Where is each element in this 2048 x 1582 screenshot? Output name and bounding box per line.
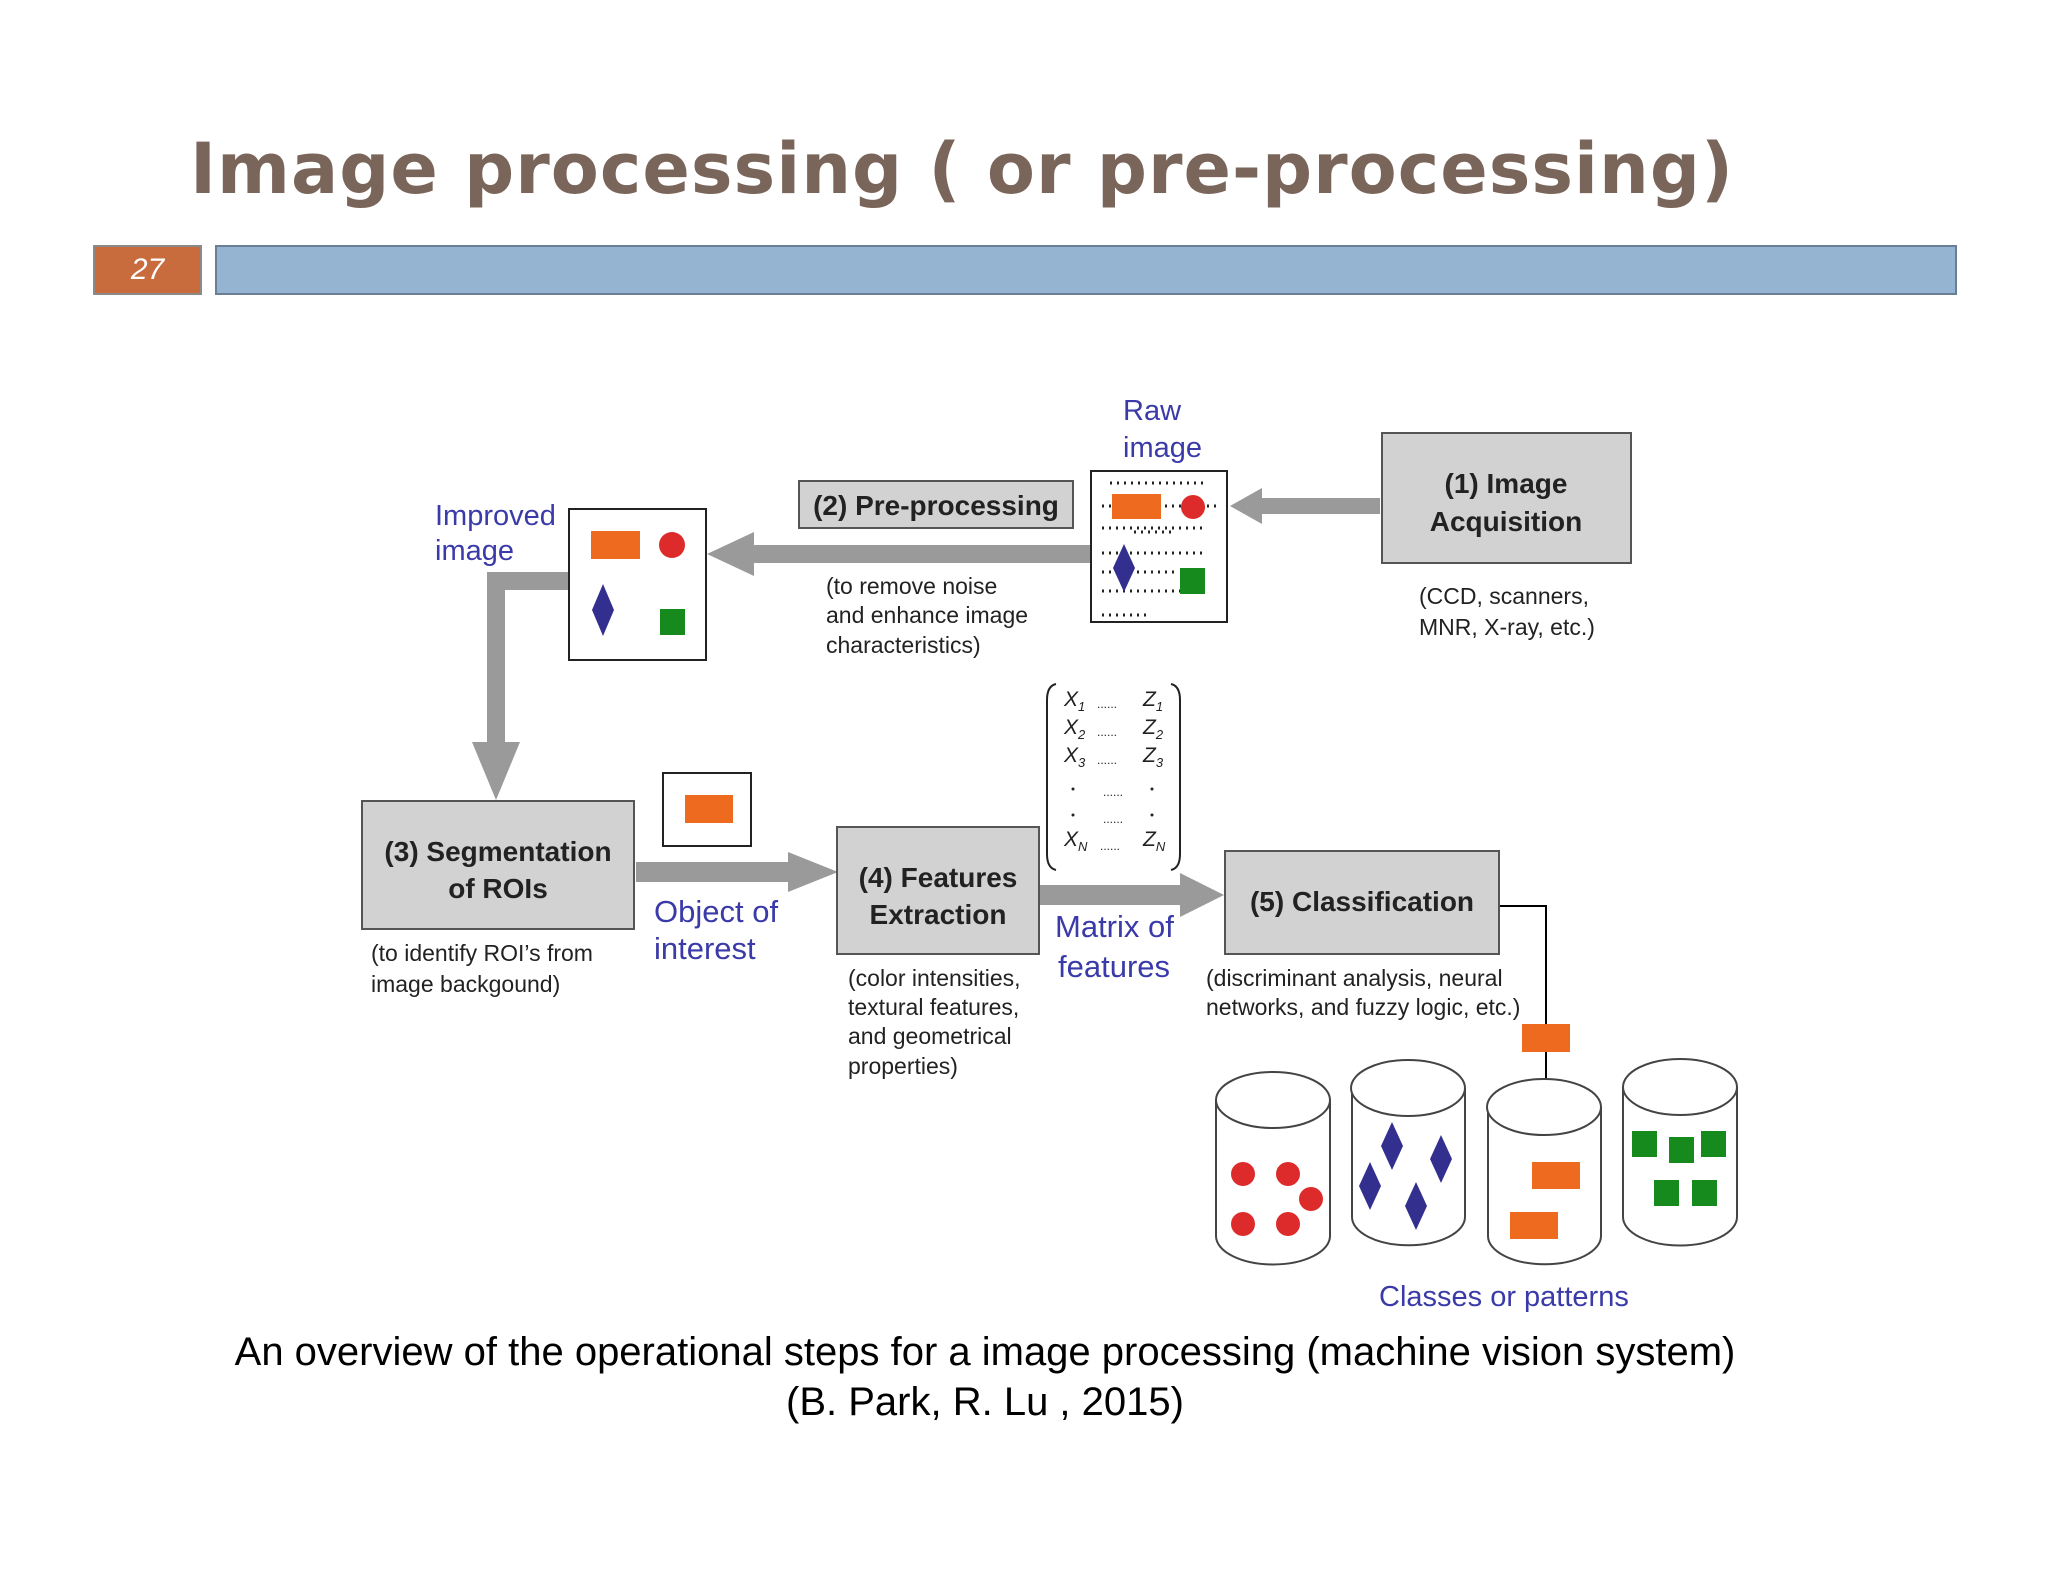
raw-image-thumbnail	[1090, 470, 1228, 623]
note-segmentation-line: image backgound)	[371, 971, 560, 997]
step-5-label: (5) Classification	[1250, 886, 1474, 917]
feature-matrix: X1 ...... Z1 X2 ...... Z2 X3 ...... Z3 .…	[1046, 683, 1181, 871]
arrows	[472, 488, 1553, 1112]
svg-text:X2: X2	[1063, 716, 1086, 742]
label-matrix-of-features: Matrix of features	[1055, 909, 1174, 984]
step-2-label: (2) Pre-processing	[813, 490, 1059, 521]
arrow-acquisition-to-raw	[1230, 488, 1380, 524]
slide-title: Image processing ( or pre-processing)	[190, 128, 1734, 210]
note-classification-line: (discriminant analysis, neural	[1206, 965, 1503, 991]
orange-rectangle	[1112, 494, 1161, 519]
label-object-line: Object of	[654, 894, 778, 929]
orange-rectangle	[685, 795, 733, 823]
label-raw-image-line: image	[1123, 432, 1202, 464]
note-acquisition: (CCD, scanners, MNR, X-ray, etc.)	[1419, 583, 1595, 640]
red-circle	[659, 532, 685, 558]
note-features-line: (color intensities,	[848, 965, 1021, 991]
label-raw-image: Raw image	[1123, 395, 1202, 464]
arrow-segmentation-to-features	[636, 852, 838, 892]
classified-object	[1522, 1024, 1570, 1052]
navy-diamond	[592, 584, 614, 636]
class-container-diamonds	[1350, 1059, 1466, 1247]
svg-text:X3: X3	[1063, 744, 1086, 770]
label-matrix-line: features	[1058, 949, 1170, 984]
title-bar	[215, 245, 1957, 295]
note-classification-line: networks, and fuzzy logic, etc.)	[1206, 994, 1520, 1020]
note-preprocessing-line: (to remove noise	[826, 573, 997, 599]
svg-text:Z2: Z2	[1142, 716, 1164, 742]
orange-rectangle	[591, 531, 640, 559]
class-container-circles	[1215, 1071, 1331, 1266]
slide-number: 27	[93, 245, 202, 295]
svg-text:......: ......	[1103, 812, 1123, 826]
label-improved-image: Improved image	[435, 500, 556, 567]
red-circle	[1181, 495, 1205, 519]
matrix-row: X1 ...... Z1	[1063, 688, 1163, 714]
navy-diamond	[1113, 544, 1135, 592]
matrix-row: XN ...... ZN	[1063, 828, 1166, 854]
caption-line-2: (B. Park, R. Lu , 2015)	[786, 1380, 1184, 1424]
label-improved-image-line: image	[435, 535, 514, 567]
matrix-ellipsis: ...... ......	[1071, 785, 1154, 826]
green-square	[1180, 568, 1205, 594]
svg-text:Z3: Z3	[1142, 744, 1164, 770]
note-classification: (discriminant analysis, neural networks,…	[1206, 965, 1520, 1020]
svg-text:......: ......	[1097, 725, 1117, 739]
matrix-right-bracket	[1170, 683, 1181, 871]
note-preprocessing: (to remove noise and enhance image chara…	[826, 573, 1028, 658]
step-segmentation: (3) Segmentation of ROIs	[361, 800, 635, 930]
svg-text:XN: XN	[1063, 828, 1088, 854]
step-features-extraction: (4) Features Extraction	[836, 826, 1040, 955]
step-1-line2: Acquisition	[1430, 506, 1582, 537]
label-raw-image-line: Raw	[1123, 395, 1182, 427]
note-features-line: textural features,	[848, 994, 1019, 1020]
step-3-line1: (3) Segmentation	[384, 836, 611, 867]
step-1-line1: (1) Image	[1445, 468, 1568, 499]
matrix-row: X2 ...... Z2	[1063, 716, 1164, 742]
svg-text:......: ......	[1097, 697, 1117, 711]
green-square	[660, 609, 685, 635]
step-image-acquisition: (1) Image Acquisition	[1381, 432, 1632, 564]
label-object-of-interest: Object of interest	[654, 894, 778, 966]
step-4-line1: (4) Features	[859, 862, 1018, 893]
improved-image-thumbnail	[568, 508, 707, 661]
label-improved-image-line: Improved	[435, 500, 556, 532]
note-features-line: and geometrical	[848, 1023, 1012, 1049]
object-of-interest-thumbnail	[662, 772, 752, 847]
note-acquisition-line: (CCD, scanners,	[1419, 583, 1589, 609]
matrix-row: X3 ...... Z3	[1063, 744, 1164, 770]
label-object-line: interest	[654, 931, 756, 966]
note-preprocessing-line: characteristics)	[826, 632, 981, 658]
note-segmentation-line: (to identify ROI’s from	[371, 940, 593, 966]
label-matrix-line: Matrix of	[1055, 909, 1174, 944]
note-preprocessing-line: and enhance image	[826, 602, 1028, 628]
svg-text:......: ......	[1103, 785, 1123, 799]
note-features: (color intensities, textural features, a…	[848, 965, 1021, 1079]
note-features-line: properties)	[848, 1053, 958, 1079]
step-classification: (5) Classification	[1224, 850, 1500, 955]
arrow-features-to-classification	[1040, 873, 1224, 917]
note-acquisition-line: MNR, X-ray, etc.)	[1419, 614, 1595, 640]
label-classes-or-patterns: Classes or patterns	[1379, 1281, 1629, 1313]
arrow-improved-to-segmentation	[472, 572, 568, 800]
matrix-left-bracket	[1046, 683, 1057, 871]
class-container-rectangles	[1486, 1078, 1602, 1266]
step-pre-processing: (2) Pre-processing	[798, 480, 1074, 529]
svg-text:Z1: Z1	[1142, 688, 1163, 714]
svg-text:......: ......	[1097, 753, 1117, 767]
svg-text:X1: X1	[1063, 688, 1085, 714]
step-4-line2: Extraction	[870, 899, 1007, 930]
caption-line-1: An overview of the operational steps for…	[234, 1330, 1736, 1374]
svg-text:......: ......	[1100, 839, 1120, 853]
arrow-raw-to-improved	[707, 532, 1092, 576]
class-container-squares	[1622, 1058, 1738, 1247]
step-3-line2: of ROIs	[448, 873, 548, 904]
svg-text:ZN: ZN	[1142, 828, 1166, 854]
note-segmentation: (to identify ROI’s from image backgound)	[371, 940, 593, 997]
